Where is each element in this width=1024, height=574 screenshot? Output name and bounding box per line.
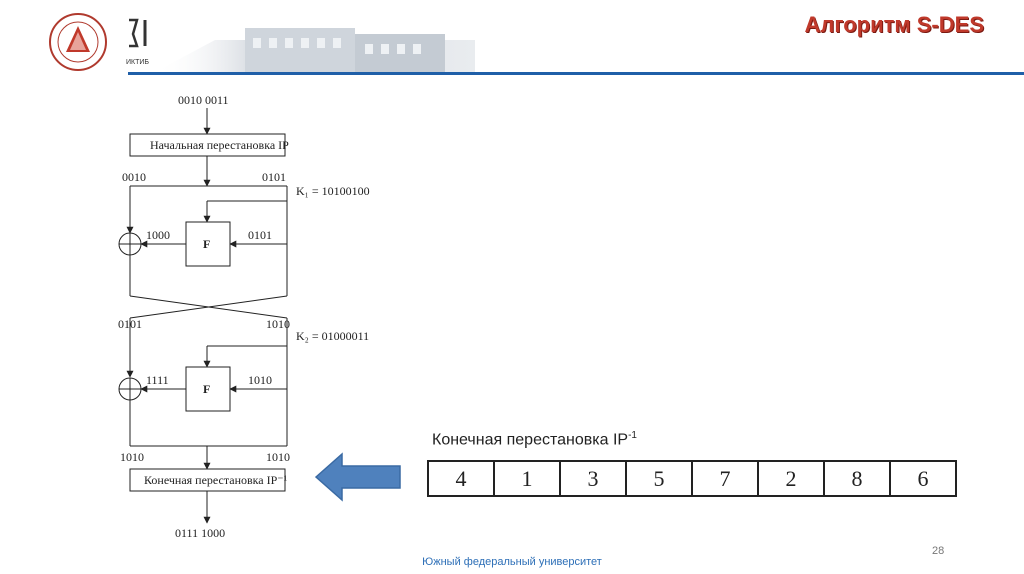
- output-value: 0111 1000: [175, 526, 225, 540]
- logo-text: ИКТИБ: [126, 59, 149, 66]
- ictib-logo-icon: ИКТИБ: [126, 18, 149, 66]
- permutation-caption: Конечная перестановка IP-1: [432, 430, 637, 449]
- f2-label: F: [203, 382, 210, 396]
- perm-cell: 2: [757, 460, 825, 497]
- input-value: 0010 0011: [178, 93, 229, 107]
- f1-out-value: 1000: [146, 228, 170, 242]
- k1-label: K₁ = 10100100: [296, 184, 370, 198]
- caption-text: Конечная перестановка IP: [432, 431, 629, 449]
- right3-value: 1010: [266, 450, 290, 464]
- header: ИКТИБ Алгоритм S-DES: [0, 0, 1024, 80]
- university-logo-icon: [49, 13, 107, 71]
- left-arrow-icon: [314, 452, 401, 502]
- perm-cell: 7: [691, 460, 759, 497]
- f1-in-value: 0101: [248, 228, 272, 242]
- f2-out-value: 1111: [146, 373, 169, 387]
- building-image-icon: [155, 28, 475, 72]
- perm-cell: 1: [493, 460, 561, 497]
- caption-superscript: -1: [628, 430, 637, 441]
- page-title: Алгоритм S-DES: [804, 12, 984, 37]
- perm-cell: 3: [559, 460, 627, 497]
- left1-value: 0010: [122, 170, 146, 184]
- footer-university: Южный федеральный университет: [422, 556, 602, 568]
- page-number: 28: [932, 545, 945, 557]
- right1-value: 0101: [262, 170, 286, 184]
- ip-label: Начальная перестановка IP: [150, 138, 289, 152]
- perm-cell: 4: [427, 460, 495, 497]
- right2-value: 1010: [266, 317, 290, 331]
- f1-label: F: [203, 237, 210, 251]
- k2-label: K₂ = 01000011: [296, 329, 369, 343]
- perm-cell: 6: [889, 460, 957, 497]
- fp-label: Конечная перестановка IP⁻¹: [144, 473, 288, 487]
- permutation-table: 4 1 3 5 7 2 8 6: [427, 460, 957, 497]
- left2-value: 0101: [118, 317, 142, 331]
- perm-cell: 5: [625, 460, 693, 497]
- left3-value: 1010: [120, 450, 144, 464]
- table-row: 4 1 3 5 7 2 8 6: [427, 460, 957, 497]
- f2-in-value: 1010: [248, 373, 272, 387]
- perm-cell: 8: [823, 460, 891, 497]
- header-divider: [128, 72, 1024, 75]
